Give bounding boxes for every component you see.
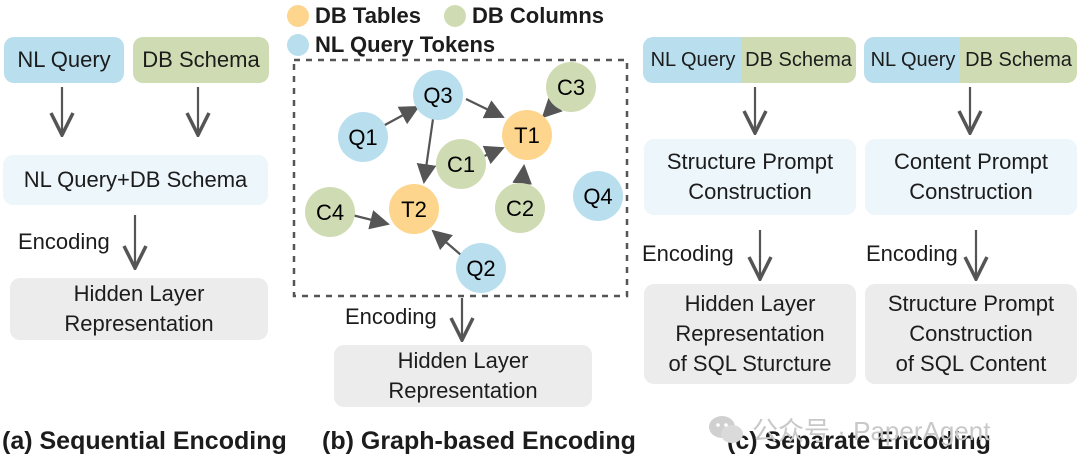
sql-content-box: Structure Prompt Construction of SQL Con… [865, 284, 1077, 384]
node-q2-label: Q2 [466, 256, 495, 281]
legend-tables: DB Tables [287, 3, 421, 29]
node-t2-label: T2 [401, 197, 427, 222]
content-prompt-line-2: Construction [909, 179, 1033, 204]
watermark: 公众号 · PaperAgent [708, 411, 990, 448]
nl-query-label-c-right: NL Query [870, 49, 956, 71]
table-swatch [287, 5, 309, 27]
db-schema-label-c-right: DB Schema [965, 49, 1072, 71]
hidden-layer-box-b: Hidden Layer Representation [334, 345, 592, 407]
hidden-layer-line-1-b: Hidden Layer [397, 348, 529, 373]
legend-tokens-label: NL Query Tokens [315, 32, 496, 57]
db-schema-box-c-right: DB Schema [960, 37, 1077, 83]
sql-structure-line-1: Hidden Layer [684, 291, 816, 316]
node-q1-label: Q1 [348, 125, 377, 150]
structure-prompt-box: Structure Prompt Construction [644, 139, 856, 215]
encoding-label-b: Encoding [345, 304, 437, 329]
encoding-label-c-left: Encoding [642, 241, 734, 266]
graph-frame [292, 58, 629, 298]
node-q2: Q2 [456, 243, 506, 293]
caption-b: (b) Graph-based Encoding [322, 427, 636, 455]
nl-query-label-c-left: NL Query [650, 49, 736, 71]
hidden-layer-line-2-b: Representation [388, 378, 538, 403]
node-t1-label: T1 [514, 123, 540, 148]
encoding-label-c-right: Encoding [866, 241, 958, 266]
sql-content-line-1: Structure Prompt [887, 291, 1055, 316]
structure-prompt-line-1: Structure Prompt [666, 149, 834, 174]
nl-query-box-c-right: NL Query [864, 37, 962, 83]
node-c2-label: C2 [506, 196, 534, 221]
hidden-layer-box-a: Hidden Layer Representation [10, 278, 268, 340]
legend-tokens: NL Query Tokens [287, 32, 495, 58]
sql-content-line-2: Construction [909, 321, 1033, 346]
edge-q3-t1 [465, 98, 505, 119]
db-schema-box: DB Schema [133, 37, 269, 83]
edge-q2-t2 [431, 229, 462, 256]
edge-c3-t1 [541, 97, 563, 119]
nl-query-label: NL Query [17, 47, 111, 72]
node-q3: Q3 [413, 70, 463, 120]
legend-columns: DB Columns [444, 3, 604, 29]
encoding-label-a: Encoding [18, 229, 110, 254]
wechat-icon [709, 415, 743, 443]
edge-c4-t2 [351, 210, 390, 230]
nl-query-box: NL Query [4, 37, 124, 83]
db-schema-box-c-left: DB Schema [741, 37, 856, 83]
node-t1: T1 [502, 110, 552, 160]
sql-structure-box: Hidden Layer Representation of SQL Sturc… [644, 284, 856, 384]
node-c2: C2 [495, 183, 545, 233]
db-schema-label-c-left: DB Schema [745, 49, 852, 71]
column-swatch [444, 5, 466, 27]
hidden-layer-line-1-a: Hidden Layer [73, 281, 205, 306]
sql-content-line-3: of SQL Content [895, 351, 1047, 376]
node-q1: Q1 [338, 112, 388, 162]
node-q4-label: Q4 [583, 184, 612, 209]
nl-query-box-c-left: NL Query [643, 37, 743, 83]
node-t2: T2 [389, 184, 439, 234]
legend-columns-label: DB Columns [472, 3, 604, 28]
db-schema-label: DB Schema [142, 47, 260, 72]
caption-c: (c) Separate Encoding [727, 427, 991, 455]
token-swatch [287, 34, 309, 56]
combined-input-label: NL Query+DB Schema [23, 167, 248, 192]
content-prompt-line-1: Content Prompt [893, 149, 1049, 174]
node-q4: Q4 [573, 171, 623, 221]
edge-q3-t2 [416, 118, 437, 184]
node-c1: C1 [436, 139, 486, 189]
node-c3: C3 [546, 62, 596, 112]
node-c4: C4 [305, 187, 355, 237]
content-prompt-box: Content Prompt Construction [865, 139, 1077, 215]
structure-prompt-line-2: Construction [688, 179, 812, 204]
legend-tables-label: DB Tables [315, 3, 421, 28]
watermark-text: 公众号 · PaperAgent [752, 416, 991, 446]
combined-input-box: NL Query+DB Schema [3, 155, 268, 205]
node-c4-label: C4 [316, 200, 344, 225]
edge-c1-t1 [481, 145, 505, 165]
caption-a: (a) Sequential Encoding [2, 427, 287, 455]
edge-c2-t1 [512, 164, 532, 186]
node-q3-label: Q3 [423, 83, 452, 108]
node-c1-label: C1 [447, 152, 475, 177]
edge-q1-q3 [382, 106, 420, 127]
node-c3-label: C3 [557, 75, 585, 100]
sql-structure-line-2: Representation [675, 321, 825, 346]
hidden-layer-line-2-a: Representation [64, 311, 214, 336]
sql-structure-line-3: of SQL Sturcture [668, 351, 832, 376]
